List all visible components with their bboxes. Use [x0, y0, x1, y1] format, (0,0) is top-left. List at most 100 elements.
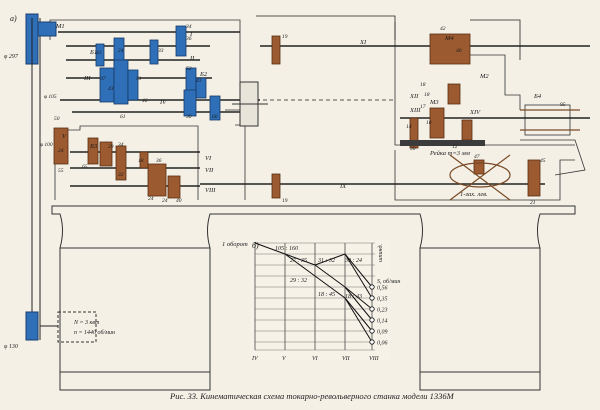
shaft-label-IV: IV: [159, 99, 167, 106]
graph-feed-point: [369, 339, 375, 345]
machine-bed: [51, 205, 576, 391]
gear-number: 19: [282, 34, 288, 40]
gear-number: 36: [155, 158, 162, 164]
gear-number: 60: [212, 114, 218, 120]
shaft-label-II: II: [189, 55, 195, 62]
graph-ray: [344, 297, 373, 343]
feed-gears: [53, 33, 541, 199]
gear-number: 16: [426, 120, 432, 126]
graph-feed-value: 0,35: [377, 297, 388, 303]
clutch-m1-label: М1: [55, 23, 65, 30]
shaft-label-I: I: [189, 31, 193, 38]
shaft-label-III: III: [83, 75, 91, 82]
graph-ray: [314, 275, 346, 299]
gear-number: 42: [440, 25, 446, 32]
graph-ray: [284, 253, 316, 277]
graph-shaft-label: VIII: [369, 356, 380, 362]
gear-number: 34: [117, 141, 124, 148]
connection-lines: [256, 15, 521, 60]
graph-spindle-label: шпинд.: [377, 244, 384, 262]
graph-ray: [314, 264, 346, 288]
gear-number: 30: [409, 146, 416, 152]
graph-shaft-label: IV: [251, 356, 259, 362]
graph-shaft-label: VII: [342, 356, 351, 362]
graph-ray: [344, 253, 373, 288]
graph-feed-value: 0,56: [377, 286, 388, 292]
graph-feed-point: [369, 317, 375, 323]
shaft-label-XIV: XIV: [469, 109, 481, 116]
gear-number: 14: [406, 123, 412, 130]
rack-label: Рейка m=3 мм: [429, 150, 470, 157]
motor-power-label: N = 3 квт: [73, 320, 100, 326]
graph-ratio-label: 27 : 35: [290, 258, 307, 264]
graph-ray: [344, 253, 373, 299]
clutch-b2-label: Б2: [199, 71, 208, 78]
clutch-m3-label: М3: [429, 99, 439, 106]
gear-number: 34: [185, 23, 192, 30]
gear-number: 47: [474, 153, 480, 160]
graph-feed-point: [369, 306, 375, 312]
gear-number: 50: [54, 116, 60, 122]
speed-gears: [95, 25, 221, 121]
gear-number: 36: [185, 114, 192, 120]
gear-number: 61: [120, 114, 126, 120]
gear-number: 21: [530, 200, 536, 206]
pulley-top-label: φ 297: [4, 54, 19, 60]
graph-ratio-label: 29 : 32: [290, 278, 307, 284]
graph-feed-value: 0,09: [377, 330, 388, 336]
graph-ray: [344, 286, 373, 321]
gear-number: 42: [96, 49, 102, 56]
gear-number: 17: [420, 104, 426, 110]
gear-number: 24: [162, 197, 168, 204]
graph-shaft-label: V: [282, 356, 287, 362]
gear-number: 18: [424, 92, 430, 98]
gear-number: 43: [108, 85, 114, 92]
clutch-b3-label: Б3: [89, 143, 98, 150]
motor-speed-label: n = 1440 об/мин: [74, 329, 115, 336]
graph-top-label: 1 оборот: [222, 241, 248, 248]
shaft-lines: [58, 31, 590, 187]
graph-shaft-label: VI: [312, 356, 319, 362]
figure-caption: Рис. 33. Кинематическая схема токарно-ре…: [169, 391, 455, 401]
panel-label-b: б): [252, 241, 259, 250]
gear-number: 65: [82, 164, 88, 170]
shaft-label-VII: VII: [205, 167, 214, 174]
clutch-b4-label: Б4: [533, 93, 542, 100]
graph-ray: [344, 297, 373, 332]
spindle-chuck: [232, 81, 268, 127]
shaft-label-VI: VI: [205, 155, 212, 162]
graph-ratio-label: 39 : 24: [344, 257, 362, 264]
shaft-label-IX: IX: [339, 183, 347, 190]
graph-feed-value: 0,23: [377, 308, 388, 314]
graph-feed-point: [369, 328, 375, 334]
shaft-label-XIII: XIII: [409, 107, 421, 114]
clutch-b1-label: Б1: [89, 49, 97, 56]
gear-number: 24: [118, 47, 124, 54]
gear-number: 52: [186, 66, 192, 72]
shaft-label-V: V: [62, 133, 67, 140]
gear-number: 18: [420, 82, 426, 88]
gear-number: 32: [117, 172, 124, 178]
shaft-label-VIII: VIII: [205, 187, 216, 194]
pulley-105-label: φ 105: [44, 94, 57, 100]
gear-number: 24: [58, 147, 64, 154]
gear-number: 24: [148, 195, 154, 202]
clutch-m4-label: М4: [444, 35, 454, 42]
gear-number: 19: [282, 198, 288, 204]
graph-feed-point: [369, 295, 375, 301]
gear-number: 55: [58, 168, 64, 174]
turret-linkage: [449, 109, 580, 201]
shaft-label-XII: XII: [409, 93, 419, 100]
panel-label-a: а): [10, 14, 17, 23]
graph-ray: [314, 253, 346, 266]
gear-number: 12: [452, 144, 458, 150]
gear-number: 46: [142, 97, 148, 104]
gear-number: 95: [560, 102, 566, 108]
graph-ratio-label: 18 : 43: [345, 293, 362, 300]
rack: [400, 140, 485, 146]
gear-number: 29: [108, 144, 114, 150]
graph-feed-value: 0,06: [377, 341, 388, 347]
